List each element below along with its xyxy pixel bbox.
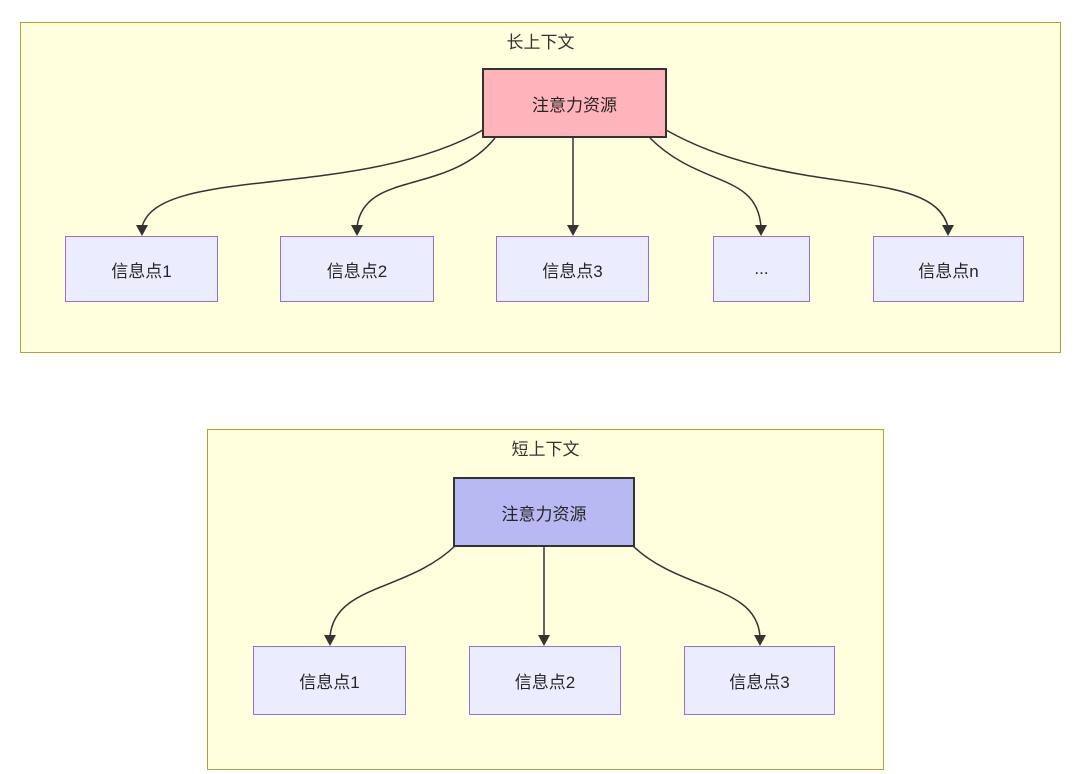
long-info-node-1: 信息点1 [65, 236, 218, 302]
short-info-node-2: 信息点2 [469, 646, 621, 715]
short-info-node-3: 信息点3 [684, 646, 835, 715]
short-attention-resource-node: 注意力资源 [453, 477, 635, 547]
long-info-node-2: 信息点2 [280, 236, 434, 302]
long-context-title: 长上下文 [506, 33, 575, 52]
short-context-title: 短上下文 [511, 440, 580, 459]
long-info-node-3: 信息点3 [496, 236, 649, 302]
long-attention-resource-node: 注意力资源 [482, 68, 667, 138]
long-info-node-ellipsis: ... [713, 236, 810, 302]
long-info-node-n: 信息点n [873, 236, 1024, 302]
short-info-node-1: 信息点1 [253, 646, 406, 715]
